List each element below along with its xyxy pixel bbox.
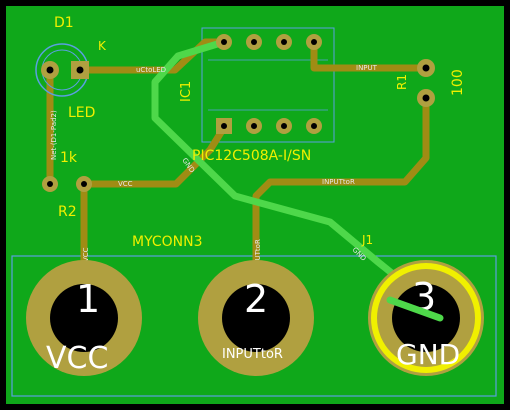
label-input: INPUT xyxy=(356,64,378,72)
d1-pad-1-hole xyxy=(46,66,54,74)
ic1-ref: IC1 xyxy=(179,81,194,102)
j1-pad-3-hole xyxy=(392,284,460,352)
j1-pin-3-name: GND xyxy=(396,338,460,371)
track-gnd-stub xyxy=(386,296,444,322)
d1-footprint[interactable] xyxy=(35,43,89,97)
label-inputtor-conn: INPUTtoR xyxy=(254,239,262,272)
d1-pin-k: K xyxy=(98,39,107,53)
label-d1-net: Net-(D1-Pad2) xyxy=(50,110,58,160)
j1-pin-1-name: VCC xyxy=(46,341,108,376)
r1-pad-2-hole xyxy=(422,94,430,102)
j1-pad-2[interactable] xyxy=(198,260,314,376)
d1-pad-2-hole xyxy=(76,66,84,74)
r2-ref: R2 xyxy=(58,204,77,220)
r2-pad-2-hole xyxy=(81,181,87,187)
j1-pad-1-hole xyxy=(50,284,118,352)
j1-value: MYCONN3 xyxy=(132,234,203,250)
track-input[interactable] xyxy=(310,38,430,72)
j1-pad-3[interactable] xyxy=(368,260,484,376)
r1-footprint[interactable] xyxy=(417,59,435,107)
j1-pin-1-number: 1 xyxy=(76,277,100,321)
track-vcc[interactable] xyxy=(80,122,229,188)
r2-footprint[interactable] xyxy=(42,176,92,192)
label-inputtor: INPUTtoR xyxy=(322,178,355,186)
track-input-r[interactable] xyxy=(252,94,430,304)
r1-pad-1-hole xyxy=(422,64,430,72)
j1-pin-2-number: 2 xyxy=(244,277,268,321)
track-gnd[interactable] xyxy=(151,38,429,304)
j1-ref: J1 xyxy=(361,233,373,247)
label-vcc-conn: VCC xyxy=(82,247,90,262)
label-vcc: VCC xyxy=(118,180,133,188)
ic1-value: PIC12C508A-I/SN xyxy=(192,148,311,164)
ic1-footprint[interactable] xyxy=(216,34,322,134)
j1-pin-2-name: INPUTtoR xyxy=(222,347,283,362)
r2-value: 1k xyxy=(60,150,78,166)
d1-value: LED xyxy=(68,105,95,121)
label-uctoled: uCtoLED xyxy=(136,66,166,74)
r1-ref: R1 xyxy=(395,74,409,90)
ic1-outline xyxy=(201,27,335,143)
r1-value: 100 xyxy=(450,69,466,96)
r2-pad-1-hole xyxy=(47,181,53,187)
j1-pad-1[interactable] xyxy=(26,260,142,376)
d1-ref: D1 xyxy=(54,15,74,31)
j1-pad-2-hole xyxy=(222,284,290,352)
j1-pad-3-highlight xyxy=(371,263,481,373)
